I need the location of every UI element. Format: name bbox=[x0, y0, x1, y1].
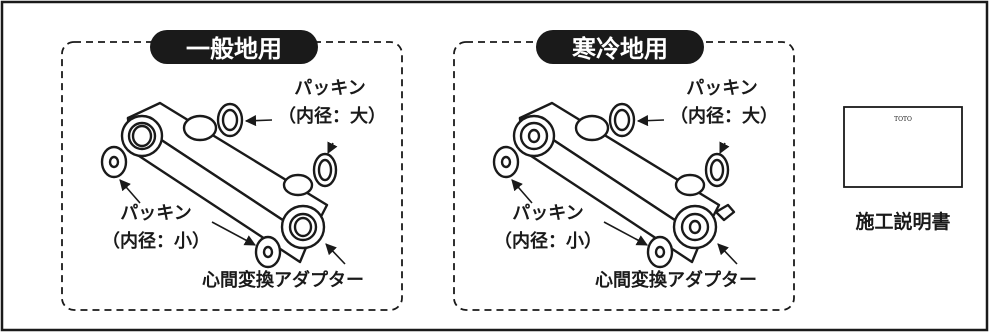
packing-small-bottom bbox=[254, 235, 282, 269]
manual-label: 施工説明書 bbox=[855, 210, 950, 233]
packing-large-top-cold bbox=[608, 102, 636, 138]
panel-cold-title: 寒冷地用 bbox=[572, 35, 668, 63]
manual-cover-text: TOTO bbox=[894, 116, 912, 123]
panel-cold: 寒冷地用 bbox=[453, 30, 795, 311]
panel-general-title: 一般地用 bbox=[186, 35, 282, 63]
packing-large-top bbox=[216, 102, 244, 138]
label-packing-small-1-cold: パッキン bbox=[512, 203, 583, 224]
label-adapter: 心間変換アダプター bbox=[202, 269, 364, 291]
adapter-cold bbox=[512, 101, 736, 264]
manual-cover bbox=[843, 106, 963, 188]
label-packing-small-2-cold: （内径：小） bbox=[494, 230, 602, 252]
label-packing-small-2: （内径：小） bbox=[102, 230, 210, 252]
packing-small-bottom-cold bbox=[646, 235, 674, 269]
packing-large-right bbox=[312, 152, 338, 188]
label-packing-large-1-cold: パッキン bbox=[686, 78, 757, 99]
panel-general-title-pill bbox=[150, 30, 318, 64]
label-packing-large-1: パッキン bbox=[294, 78, 365, 99]
label-packing-large-2-cold: （内径：大） bbox=[670, 105, 778, 127]
panel-general: 一般地用 bbox=[61, 30, 403, 311]
label-packing-large-2: （内径：大） bbox=[278, 105, 386, 127]
adapter-general bbox=[120, 101, 329, 264]
packing-large-right-cold bbox=[704, 152, 730, 188]
packing-small-left bbox=[100, 145, 128, 179]
installation-manual: TOTO 施工説明書 bbox=[843, 106, 963, 233]
packing-small-left-cold bbox=[492, 145, 520, 179]
panel-cold-title-pill bbox=[536, 30, 704, 64]
label-packing-small-1: パッキン bbox=[120, 203, 191, 224]
label-adapter-cold: 心間変換アダプター bbox=[595, 269, 757, 291]
